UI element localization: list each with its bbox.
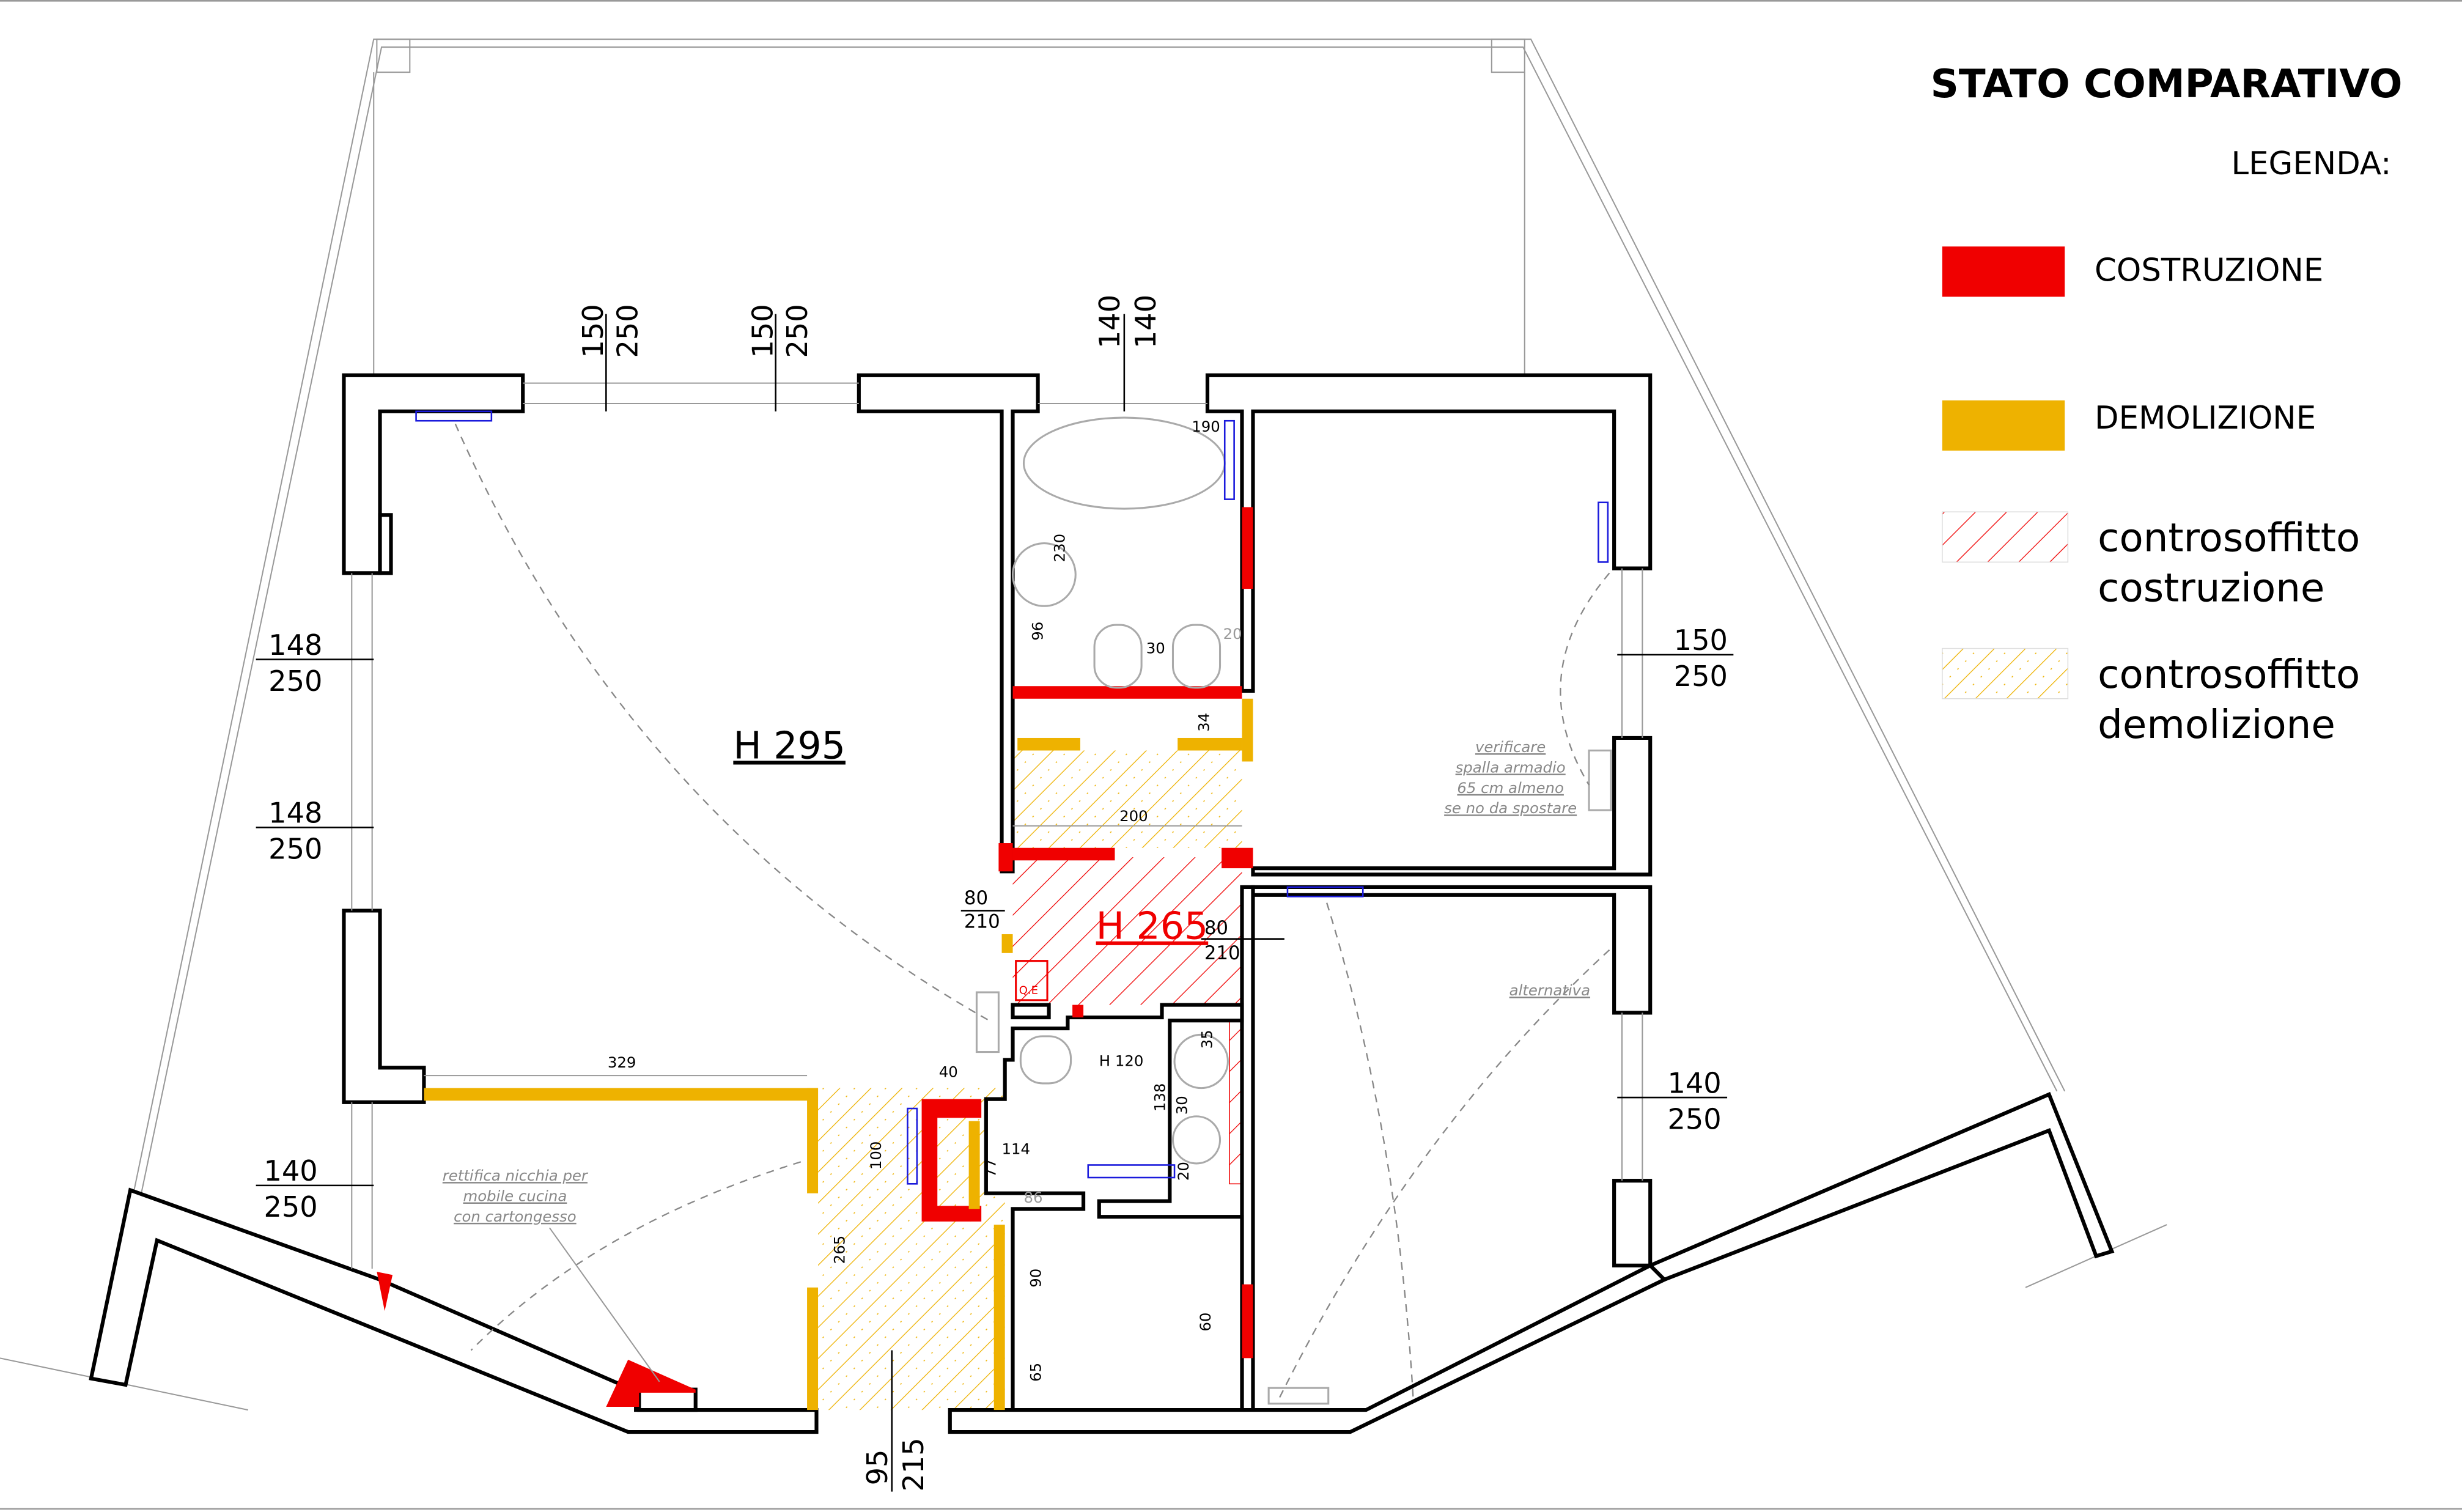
legend-swatch-demolition: [1942, 400, 2065, 451]
legend-label-ceiling-demolition-1: controsoffitto: [2098, 652, 2360, 698]
room-height-wc: H 120: [1099, 1052, 1144, 1070]
radiator-icon: [907, 1107, 918, 1185]
legend-label-construction: COSTRUZIONE: [2095, 253, 2323, 289]
toilet-icon: [1171, 624, 1222, 689]
dim-20b: 20: [1174, 1162, 1192, 1181]
radiator-icon: [415, 410, 493, 422]
legend-swatch-ceiling-construction: [1942, 511, 2069, 563]
window-left3-width: 140: [264, 1154, 317, 1187]
window-right2-height: 250: [1667, 1102, 1721, 1135]
small-dimensions: 190 230 96 30 20 34 200 329 40 100 77 11…: [424, 418, 1242, 1382]
electric-panel-label: Q.E: [1019, 984, 1038, 997]
legend-label-ceiling-construction-1: controsoffitto: [2098, 515, 2360, 561]
radiator-icon: [1286, 886, 1364, 898]
radiator-icon: [1598, 501, 1609, 563]
window-top1-width: 150: [577, 304, 610, 358]
electric-panel-icon: [1015, 960, 1049, 1001]
note-kitchen-line2: mobile cucina: [463, 1187, 567, 1205]
window-right1-width: 150: [1674, 624, 1728, 657]
window-top2-width: 150: [746, 304, 780, 358]
wc-toilet-icon: [1171, 1115, 1222, 1165]
door-corridor-left-width: 80: [964, 887, 988, 909]
legend-title: LEGENDA:: [2231, 146, 2391, 182]
note-kitchen: rettifica nicchia per mobile cucina con …: [443, 1167, 660, 1382]
false-ceiling-demolition-corridor: [1012, 750, 1242, 848]
note-wardrobe: verificare spalla armadio 65 cm almeno s…: [1444, 738, 1577, 817]
door-corridor-left-height: 210: [964, 911, 1000, 933]
dim-20: 20: [1223, 625, 1242, 643]
dim-96: 96: [1028, 622, 1046, 641]
note-wardrobe-line3: 65 cm almeno: [1457, 779, 1563, 797]
legend-label-demolition: DEMOLIZIONE: [2095, 400, 2316, 437]
radiator-icon: [1588, 749, 1612, 811]
window-bottom-width: 95: [861, 1450, 894, 1486]
dim-77: 77: [981, 1159, 999, 1178]
demolition-walls: [424, 698, 1253, 1411]
wc-sink-icon: [1173, 1033, 1229, 1090]
dim-200: 200: [1119, 807, 1148, 825]
door-corridor-right-width: 80: [1204, 917, 1228, 939]
note-kitchen-line3: con cartongesso: [454, 1208, 577, 1225]
window-top3-height: 140: [1129, 295, 1162, 348]
note-wardrobe-line1: verificare: [1475, 738, 1546, 756]
sink-icon: [1011, 542, 1077, 607]
dim-30b: 30: [1173, 1096, 1191, 1115]
window-left2-height: 250: [268, 833, 322, 866]
radiator-icon: [975, 991, 1000, 1053]
towel-radiator-icon: [1087, 1164, 1176, 1179]
bathroom-fixtures: [415, 410, 1612, 1405]
note-wardrobe-line4: se no da spostare: [1444, 799, 1577, 817]
construction-walls: [377, 507, 1253, 1407]
wc-bidet-icon: [1019, 1035, 1072, 1085]
window-lines: [256, 314, 1734, 1492]
note-alternative: alternativa: [1509, 981, 1590, 999]
window-bottom-height: 215: [897, 1437, 930, 1491]
window-right2-width: 140: [1667, 1066, 1721, 1099]
window-left3-height: 250: [264, 1190, 317, 1223]
false-ceiling-construction-corridor: [1012, 857, 1242, 1005]
bidet-icon: [1093, 624, 1143, 689]
note-kitchen-line1: rettifica nicchia per: [443, 1167, 589, 1184]
dim-40: 40: [939, 1063, 958, 1081]
dim-190: 190: [1192, 418, 1220, 435]
dim-265: 265: [831, 1236, 849, 1264]
window-top2-height: 250: [781, 304, 814, 358]
radiator-icon: [1267, 1387, 1330, 1405]
dim-230: 230: [1050, 534, 1068, 562]
dim-100: 100: [867, 1141, 885, 1170]
legend-label-ceiling-construction-2: costruzione: [2098, 566, 2324, 611]
dim-30: 30: [1146, 639, 1165, 657]
dim-65: 65: [1027, 1363, 1045, 1382]
dim-138: 138: [1151, 1083, 1169, 1112]
dim-35: 35: [1198, 1030, 1216, 1049]
note-wardrobe-line2: spalla armadio: [1456, 758, 1566, 776]
window-left2-width: 148: [268, 797, 322, 830]
window-top1-height: 250: [611, 304, 644, 358]
radiator-icon: [1223, 419, 1235, 500]
legend-label-ceiling-demolition-2: demolizione: [2098, 702, 2335, 748]
dim-329: 329: [608, 1053, 636, 1071]
room-height-corridor: H 265: [1096, 904, 1209, 948]
dim-86: 86: [1023, 1189, 1042, 1206]
window-top3-width: 140: [1093, 295, 1126, 348]
dim-60: 60: [1196, 1313, 1214, 1332]
dim-114: 114: [1002, 1140, 1031, 1157]
dim-34: 34: [1195, 713, 1213, 732]
window-left1-width: 148: [268, 629, 322, 662]
door-swings: [454, 423, 1610, 1398]
legend-swatch-ceiling-demolition: [1942, 647, 2069, 699]
room-height-living: H 295: [733, 723, 846, 767]
window-left1-height: 250: [268, 665, 322, 698]
door-corridor-right-height: 210: [1204, 942, 1240, 964]
drawing-title: STATO COMPARATIVO: [1931, 61, 2403, 107]
window-right1-height: 250: [1674, 660, 1728, 693]
false-ceiling-demolition-kitchen: [818, 1088, 1005, 1411]
dim-90: 90: [1027, 1269, 1045, 1288]
legend-swatch-construction: [1942, 246, 2065, 297]
